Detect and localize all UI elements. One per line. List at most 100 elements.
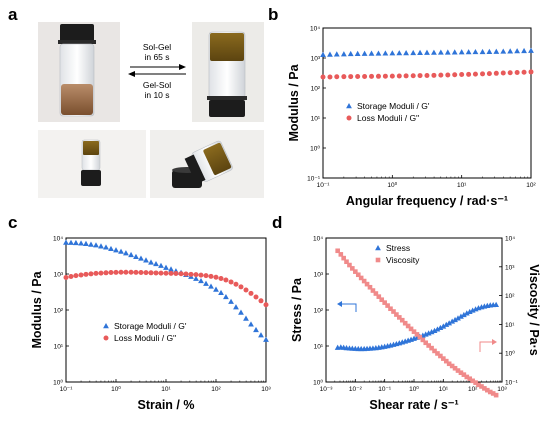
viscosity-axis-arrowhead — [492, 339, 497, 345]
data-point — [233, 281, 239, 287]
y-axis-title: Stress / Pa — [290, 277, 304, 342]
x-tick-label: 10⁻¹ — [317, 182, 331, 189]
data-point — [493, 48, 500, 54]
data-point — [441, 356, 446, 361]
data-point — [403, 73, 409, 79]
data-point — [482, 386, 487, 391]
y-tick-label: 10³ — [54, 272, 64, 279]
data-point — [73, 239, 79, 246]
data-point — [379, 297, 385, 303]
data-point — [208, 283, 214, 289]
data-point — [208, 273, 214, 279]
data-point — [411, 329, 417, 334]
data-point — [376, 294, 382, 299]
legend-marker — [375, 257, 381, 263]
data-point — [431, 49, 437, 55]
data-point — [347, 50, 354, 57]
data-point — [63, 274, 69, 280]
data-point — [218, 289, 224, 296]
data-point — [198, 272, 204, 278]
data-point — [426, 343, 431, 348]
series-1 — [320, 69, 534, 80]
data-point — [370, 288, 376, 293]
panel-label-a: a — [8, 5, 18, 24]
x-tick-label: 10² — [468, 386, 478, 393]
y-tick-label: 10⁴ — [53, 236, 63, 243]
data-point — [248, 321, 254, 327]
x-tick-label: 10⁻³ — [320, 386, 334, 393]
data-point — [405, 323, 411, 329]
x-tick-label: 10⁻¹ — [60, 386, 74, 393]
data-point — [423, 340, 429, 346]
data-point — [320, 74, 326, 80]
data-point — [385, 303, 390, 308]
data-point — [358, 275, 364, 281]
data-point — [528, 47, 534, 53]
y-tick-label: 10⁰ — [53, 379, 63, 387]
data-point — [213, 274, 219, 280]
gel-sol-time: in 10 s — [144, 90, 169, 100]
x-tick-label: 10⁰ — [409, 385, 419, 393]
data-point — [410, 73, 416, 79]
data-point — [455, 315, 461, 321]
data-point — [410, 49, 417, 56]
data-point — [138, 255, 144, 261]
photo-panel: Sol-Gel in 65 s Gel-Sol in 10 s — [38, 22, 264, 198]
data-point — [458, 313, 464, 319]
y-tick-label: 10⁴ — [313, 236, 323, 243]
panel-label-c: c — [8, 213, 17, 232]
data-point — [514, 69, 520, 75]
data-point — [63, 239, 69, 245]
data-point — [435, 351, 440, 356]
data-point — [263, 302, 269, 308]
data-point — [493, 301, 500, 307]
data-point — [333, 51, 340, 57]
data-point — [521, 69, 527, 75]
data-point — [460, 311, 467, 318]
data-point — [452, 72, 458, 78]
data-point — [438, 72, 444, 78]
data-point — [143, 257, 149, 263]
data-point — [153, 260, 159, 267]
legend-marker — [346, 115, 352, 121]
data-point — [243, 287, 249, 293]
data-point — [431, 72, 437, 78]
data-point — [397, 315, 402, 320]
data-point — [373, 291, 379, 296]
data-point — [253, 326, 259, 333]
data-point — [485, 387, 490, 393]
data-point — [452, 316, 458, 323]
data-point — [103, 244, 109, 250]
x-tick-label: 10⁻² — [349, 386, 363, 393]
y-axis-title: Modulus / Pa — [287, 63, 301, 141]
data-point — [429, 345, 434, 351]
data-point — [228, 279, 234, 285]
legend-label: Stress — [386, 243, 410, 253]
data-point — [464, 374, 470, 380]
data-point — [350, 266, 355, 271]
data-point — [396, 73, 402, 79]
y2-tick-label: 10¹ — [505, 322, 515, 329]
data-point — [486, 71, 492, 77]
data-point — [327, 51, 333, 57]
viscosity-axis-arrow — [479, 341, 494, 352]
data-point — [449, 363, 455, 369]
legend-label: Viscosity — [386, 255, 420, 265]
data-point — [493, 392, 499, 398]
data-point — [368, 50, 375, 56]
data-point — [399, 317, 405, 323]
data-point — [434, 326, 441, 332]
data-point — [424, 49, 430, 55]
data-point — [449, 318, 456, 324]
series-1 — [63, 269, 269, 308]
data-point — [223, 277, 229, 283]
x-axis-title: Angular frequency / rad·s⁻¹ — [346, 194, 508, 208]
data-point — [253, 294, 259, 300]
data-point — [93, 242, 99, 248]
data-point — [465, 49, 472, 55]
x-axis-title: Strain / % — [138, 398, 195, 412]
data-point — [480, 71, 486, 77]
data-point — [338, 252, 344, 257]
data-point — [320, 51, 326, 57]
